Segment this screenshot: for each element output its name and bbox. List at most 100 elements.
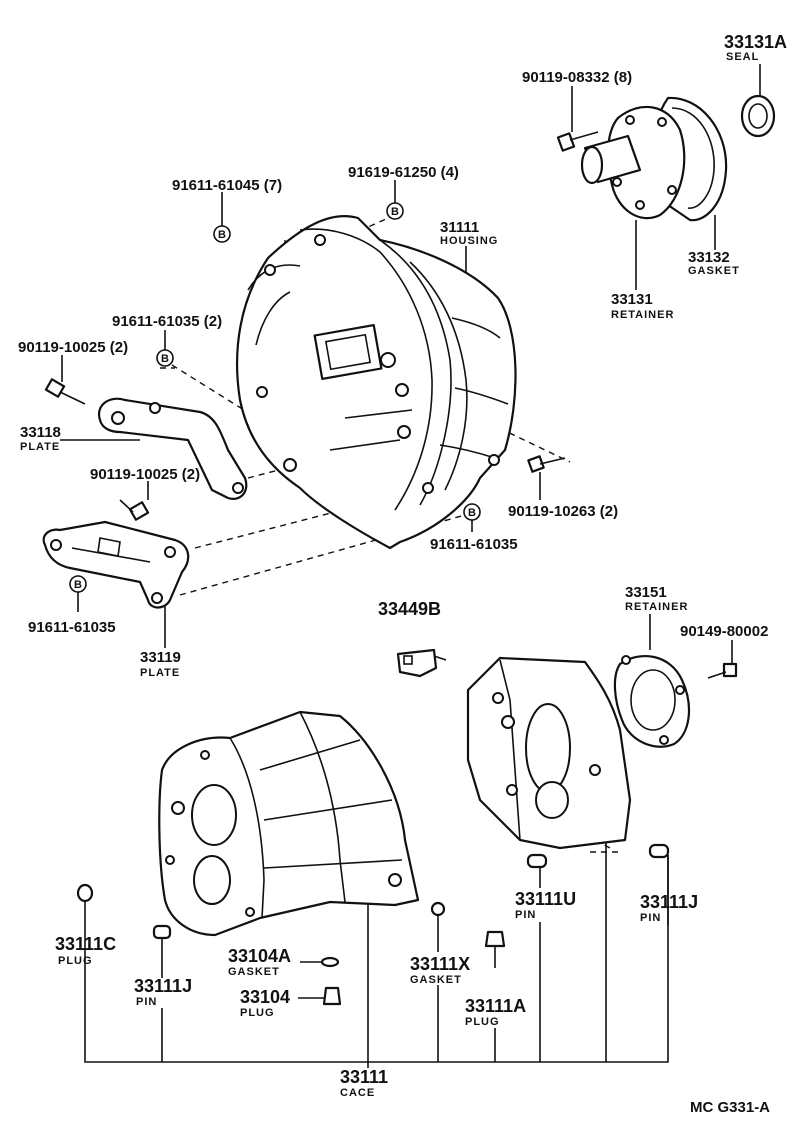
plug-33111C-part <box>76 883 94 903</box>
svg-text:90119-10263 (2): 90119-10263 (2) <box>508 503 618 520</box>
svg-text:33111J: 33111J <box>134 976 192 996</box>
svg-text:33119: 33119 <box>140 649 181 666</box>
svg-text:B: B <box>218 229 226 241</box>
case-33111-part <box>158 710 420 937</box>
svg-text:PLUG: PLUG <box>240 1007 275 1019</box>
svg-text:90149-80002: 90149-80002 <box>680 623 768 640</box>
label-33111[interactable]: 33111 CACE <box>340 1067 388 1099</box>
svg-text:B: B <box>74 579 82 591</box>
svg-text:91611-61035: 91611-61035 <box>28 619 116 636</box>
label-90149-80002[interactable]: 90149-80002 <box>680 623 768 640</box>
label-33131[interactable]: 33131 RETAINER <box>611 291 674 321</box>
label-33119[interactable]: 33119 PLATE <box>140 649 181 679</box>
svg-text:PIN: PIN <box>640 912 661 924</box>
b-marker-3: B <box>156 349 174 367</box>
svg-text:33118: 33118 <box>20 424 61 441</box>
label-91619-61250[interactable]: 91619-61250 (4) <box>348 164 459 181</box>
svg-text:RETAINER: RETAINER <box>625 601 688 613</box>
svg-text:RETAINER: RETAINER <box>611 309 674 321</box>
svg-text:33104A: 33104A <box>228 946 291 966</box>
retainer-33151-part <box>613 654 690 748</box>
b-marker-2: B <box>386 202 404 220</box>
small-parts <box>76 843 670 1006</box>
svg-text:33111J: 33111J <box>640 892 698 912</box>
label-33104[interactable]: 33104 PLUG <box>240 987 290 1019</box>
label-33111C[interactable]: 33111C PLUG <box>55 934 116 967</box>
pin-33111J-b-part <box>648 843 670 859</box>
svg-text:33131A: 33131A <box>724 32 787 52</box>
svg-text:PLUG: PLUG <box>58 955 93 967</box>
plate-33118-part <box>97 397 248 500</box>
part-labels: 33131A SEAL 90119-08332 (8) 91611-61045 … <box>18 32 787 1099</box>
label-33104A[interactable]: 33104A GASKET <box>228 946 291 978</box>
bolt-90119-10025-part <box>44 378 150 521</box>
label-33111A[interactable]: 33111A PLUG <box>465 996 526 1028</box>
svg-text:33111X: 33111X <box>410 954 470 974</box>
label-33111X[interactable]: 33111X GASKET <box>410 954 470 986</box>
b-marker-1: B <box>213 225 231 243</box>
label-91611-61035-b[interactable]: 91611-61035 <box>28 619 116 636</box>
label-91611-61035-2[interactable]: 91611-61035 (2) <box>112 313 222 330</box>
label-91611-61045[interactable]: 91611-61045 (7) <box>172 177 282 194</box>
svg-text:GASKET: GASKET <box>688 265 740 277</box>
svg-text:33449B: 33449B <box>378 599 441 619</box>
bolt-90119-08332-part <box>556 131 599 152</box>
svg-text:PIN: PIN <box>515 909 536 921</box>
svg-text:91611-61035: 91611-61035 <box>430 536 518 553</box>
svg-text:PLUG: PLUG <box>465 1016 500 1028</box>
label-33111U[interactable]: 33111U PIN <box>515 889 576 921</box>
plug-33104-part <box>322 986 342 1006</box>
label-90119-08332[interactable]: 90119-08332 (8) <box>522 69 632 86</box>
label-90119-10025-b[interactable]: 90119-10025 (2) <box>90 466 200 483</box>
label-33151[interactable]: 33151 RETAINER <box>625 584 688 613</box>
label-33118[interactable]: 33118 PLATE <box>20 424 61 453</box>
svg-text:33111C: 33111C <box>55 934 116 954</box>
label-33111J-a[interactable]: 33111J PIN <box>134 976 192 1008</box>
diagram-code: MC G331-A <box>690 1099 770 1116</box>
svg-text:B: B <box>391 206 399 218</box>
svg-text:PLATE: PLATE <box>140 667 180 679</box>
plug-33111A-part <box>484 930 506 948</box>
svg-text:33111U: 33111U <box>515 889 576 909</box>
label-90119-10025-a[interactable]: 90119-10025 (2) <box>18 339 128 356</box>
pin-33111J-a-part <box>152 924 172 940</box>
svg-text:91611-61035 (2): 91611-61035 (2) <box>112 313 222 330</box>
svg-text:33111: 33111 <box>340 1067 388 1087</box>
housing-31111-part <box>235 215 517 550</box>
label-91611-61035-a[interactable]: 91611-61035 <box>430 536 518 553</box>
svg-text:33132: 33132 <box>688 249 730 266</box>
retainer-33131-part <box>580 96 728 222</box>
plate-33119-part <box>42 520 190 609</box>
svg-text:CACE: CACE <box>340 1087 375 1099</box>
svg-text:90119-10025 (2): 90119-10025 (2) <box>90 466 200 483</box>
svg-text:B: B <box>468 507 476 519</box>
seal-33131A-part <box>740 94 776 138</box>
label-33449B[interactable]: 33449B <box>378 599 441 619</box>
pin-33111U-part <box>526 853 548 869</box>
svg-text:SEAL: SEAL <box>726 51 759 63</box>
svg-text:B: B <box>161 353 169 365</box>
label-33132[interactable]: 33132 GASKET <box>688 249 740 277</box>
svg-text:PLATE: PLATE <box>20 441 60 453</box>
svg-text:91619-61250 (4): 91619-61250 (4) <box>348 164 459 181</box>
gasket-33104A-part <box>320 956 340 968</box>
svg-text:PIN: PIN <box>136 996 157 1008</box>
svg-text:GASKET: GASKET <box>410 974 462 986</box>
svg-text:33151: 33151 <box>625 584 667 601</box>
svg-text:33111A: 33111A <box>465 996 526 1016</box>
bolt-90119-10263-part <box>527 455 566 473</box>
b-marker-4: B <box>463 503 481 521</box>
svg-text:91611-61045 (7): 91611-61045 (7) <box>172 177 282 194</box>
label-90119-10263[interactable]: 90119-10263 (2) <box>508 503 618 520</box>
bracket-33449B-part <box>396 648 447 678</box>
svg-text:33131: 33131 <box>611 291 653 308</box>
label-33131A[interactable]: 33131A SEAL <box>724 32 787 63</box>
intermediate-plate-part <box>466 656 632 850</box>
b-marker-5: B <box>69 575 87 593</box>
svg-text:90119-10025 (2): 90119-10025 (2) <box>18 339 128 356</box>
leader-lines <box>60 64 761 1068</box>
label-31111[interactable]: 31111 HOUSING <box>440 219 498 247</box>
label-33111J-b[interactable]: 33111J PIN <box>640 892 698 924</box>
bolt-90149-80002-part <box>707 662 738 679</box>
